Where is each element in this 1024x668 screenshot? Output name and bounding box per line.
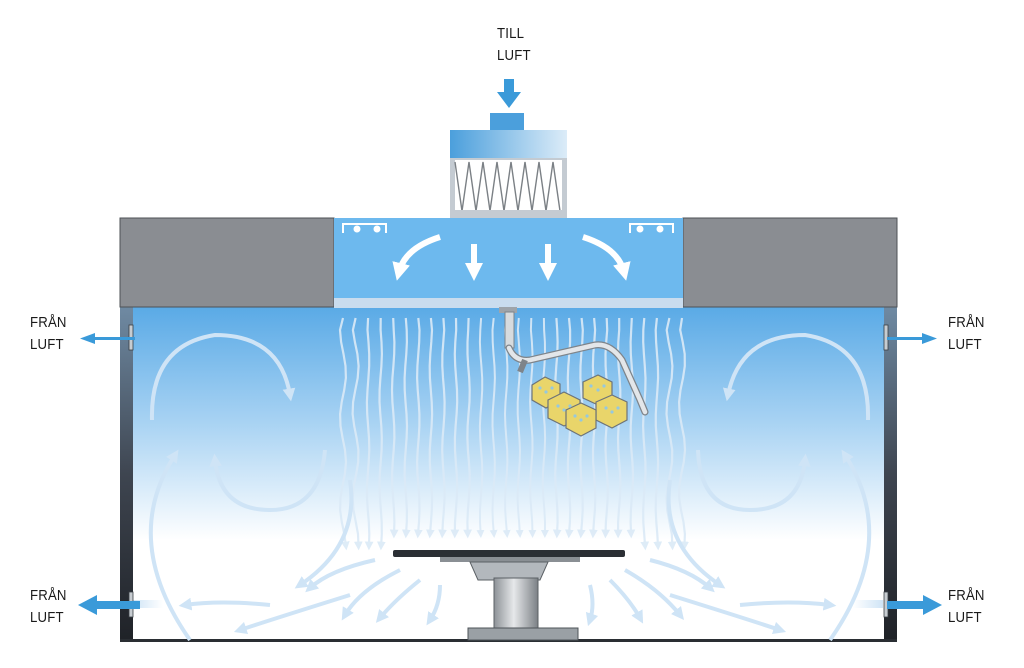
plenum-handle-left xyxy=(342,223,387,233)
diffuser-screen xyxy=(334,298,683,308)
laminar-flow-arrow xyxy=(601,317,611,539)
laminar-flow-arrows xyxy=(338,317,689,551)
laminar-flow-arrow xyxy=(450,317,460,539)
supply-arrow-icon xyxy=(497,79,521,108)
label-line: LUFT xyxy=(948,336,982,353)
laminar-flow-arrow xyxy=(502,317,511,538)
supply-air-label: TILL LUFT xyxy=(497,23,531,67)
exhaust-arrow-icon xyxy=(78,333,942,615)
laminar-flow-arrow xyxy=(338,317,350,551)
laminar-flow-arrow xyxy=(626,317,636,539)
laminar-flow-arrow xyxy=(425,317,435,539)
laminar-flow-arrow xyxy=(463,317,472,539)
laminar-flow-arrow xyxy=(515,317,524,538)
exhaust-band-right xyxy=(853,600,883,608)
supply-plenum xyxy=(334,218,683,298)
operating-table-icon xyxy=(393,550,625,641)
laminar-flow-arrow xyxy=(640,317,650,551)
laminar-flow-arrow xyxy=(351,317,363,551)
floor-flow-arrows xyxy=(178,558,837,635)
laminar-flow-arrow xyxy=(677,317,689,551)
exhaust-band-left xyxy=(133,600,163,608)
recirculation-loops xyxy=(148,332,872,642)
exhaust-air-label-left-lower: FRÅN LUFT xyxy=(30,585,67,629)
label-line: FRÅN xyxy=(948,314,985,331)
label-line: FRÅN xyxy=(30,587,67,604)
plenum-flow-arrows xyxy=(392,234,631,281)
exhaust-air-label-left-upper: FRÅN LUFT xyxy=(30,312,67,356)
right-wall xyxy=(884,307,897,642)
laminar-flow-arrow xyxy=(653,317,663,551)
laminar-flow-arrow xyxy=(389,317,399,539)
laminar-flow-arrow xyxy=(401,317,411,539)
label-line: LUFT xyxy=(497,47,531,64)
laminar-flow-arrow xyxy=(489,317,498,538)
hepa-filter-icon xyxy=(450,113,567,218)
ceiling-left-block xyxy=(119,217,335,308)
ceiling-right-block xyxy=(682,217,898,308)
exhaust-air-label-right-lower: FRÅN LUFT xyxy=(948,585,985,629)
exhaust-air-label-right-upper: FRÅN LUFT xyxy=(948,312,985,356)
label-line: TILL xyxy=(497,25,525,42)
laminar-flow-arrow xyxy=(364,317,374,551)
label-line: LUFT xyxy=(30,609,64,626)
label-line: FRÅN xyxy=(948,587,985,604)
laminar-flow-arrow xyxy=(476,317,485,538)
plenum-handle-right xyxy=(629,223,674,233)
laminar-flow-arrow xyxy=(438,317,447,539)
label-line: LUFT xyxy=(948,609,982,626)
left-wall xyxy=(120,307,133,642)
surgical-lamp-icon xyxy=(499,307,649,437)
label-line: FRÅN xyxy=(30,314,67,331)
label-line: LUFT xyxy=(30,336,64,353)
laminar-flow-arrow xyxy=(528,317,537,538)
laminar-flow-arrow xyxy=(376,317,386,551)
laminar-flow-arrow xyxy=(413,317,423,539)
